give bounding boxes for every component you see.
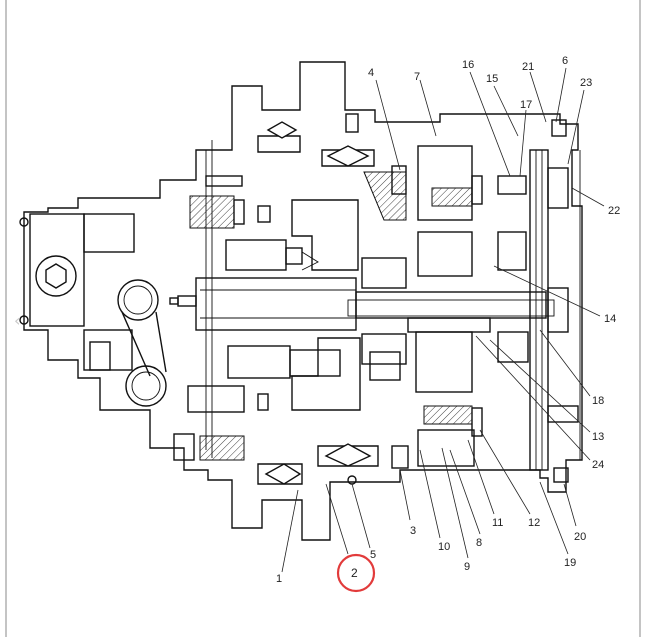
housing-outline <box>23 61 583 541</box>
callout-label[interactable]: 7 <box>414 71 420 83</box>
port-block <box>19 213 135 371</box>
callout-label[interactable]: 3 <box>410 525 416 537</box>
callout-label[interactable]: 16 <box>462 59 474 71</box>
callout-label[interactable]: 19 <box>564 557 576 569</box>
callout-label[interactable]: 13 <box>592 431 604 443</box>
lower-spring-plugs <box>173 345 341 461</box>
upper-spring-plugs <box>189 175 319 271</box>
callout-label[interactable]: 17 <box>520 99 532 111</box>
ring-gear-cover <box>529 119 579 483</box>
callout-label[interactable]: 20 <box>574 531 586 543</box>
callout-label[interactable]: 4 <box>368 67 374 79</box>
callout-label[interactable]: 15 <box>486 73 498 85</box>
callout-label[interactable]: 10 <box>438 541 450 553</box>
callout-label[interactable]: 18 <box>592 395 604 407</box>
valve-section <box>89 279 167 407</box>
callout-label[interactable]: 11 <box>492 517 503 529</box>
planet-gear-upper <box>363 145 527 277</box>
callout-label[interactable]: 14 <box>604 313 616 325</box>
piston-block <box>291 199 407 411</box>
callout-label[interactable]: 8 <box>476 537 482 549</box>
chevron-left-icon[interactable]: ‹ <box>14 311 20 330</box>
upper-bearing <box>257 113 375 167</box>
callout-label[interactable]: 9 <box>464 561 470 573</box>
lower-bearing <box>257 443 409 485</box>
callouts: 1 2 3 4 5 6 7 8 9 10 11 12 <box>276 55 620 593</box>
callout-label[interactable]: 1 <box>276 573 282 585</box>
callout-label[interactable]: 23 <box>580 77 592 89</box>
callout-label[interactable]: 12 <box>528 517 540 529</box>
planet-gear-lower <box>407 317 529 467</box>
highlight-circle <box>336 553 376 593</box>
callout-label[interactable]: 6 <box>562 55 568 67</box>
callout-label-highlighted[interactable]: 2 <box>351 566 358 580</box>
callout-label[interactable]: 5 <box>370 549 376 561</box>
shaft <box>169 277 555 331</box>
callout-label[interactable]: 21 <box>522 61 534 73</box>
callout-label[interactable]: 22 <box>608 205 620 217</box>
callout-label[interactable]: 24 <box>592 459 604 471</box>
